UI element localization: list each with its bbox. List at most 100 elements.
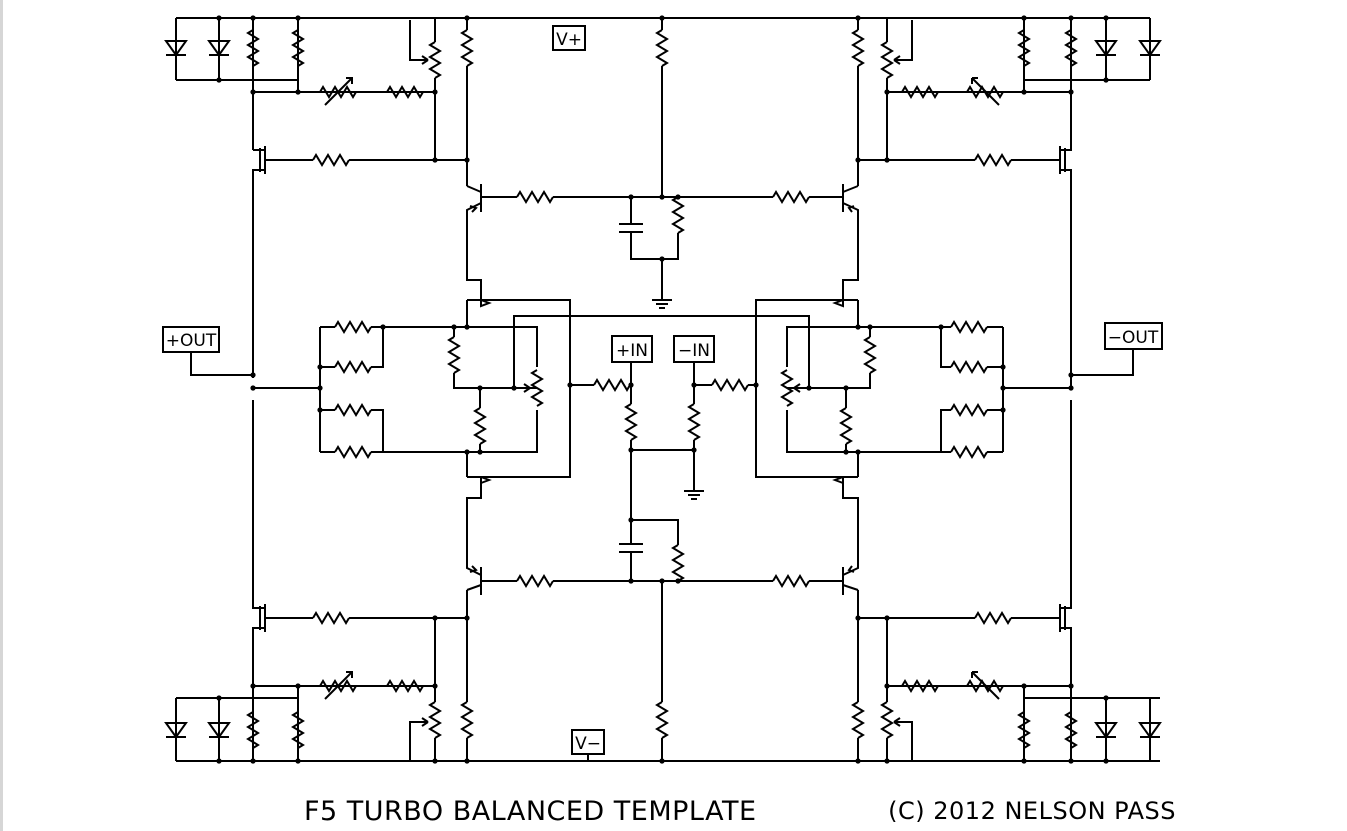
plus-out-label: +OUT [166, 331, 217, 351]
resistor-symbol [312, 154, 350, 166]
junction-dot [1000, 385, 1006, 391]
junction-dot [567, 382, 573, 388]
junction-dot [884, 157, 890, 163]
junction-dot [250, 372, 256, 378]
junction-dot [843, 449, 849, 455]
resistor-symbol [312, 612, 350, 624]
resistor-symbol [461, 701, 473, 739]
junction-dot [317, 407, 323, 413]
junction-dot [511, 385, 517, 391]
junction-dot [464, 157, 470, 163]
ground-icon [651, 291, 673, 309]
resistor-symbol [334, 321, 372, 333]
junction-dot [855, 449, 861, 455]
resistor-symbol [950, 321, 988, 333]
vminus-terminal: V− [571, 729, 605, 761]
junction-dot [477, 449, 483, 455]
junction-dot [1068, 385, 1074, 391]
junction-dot [432, 758, 438, 764]
junction-dot [432, 615, 438, 621]
junction-dot [659, 758, 665, 764]
resistor-symbol [656, 29, 668, 67]
resistor-symbol [334, 446, 372, 458]
plus-in-label: +IN [616, 341, 648, 361]
resistor-symbol [247, 711, 259, 749]
junction-dot [250, 758, 256, 764]
plus-out-terminal: +OUT [162, 326, 220, 353]
junction-dot [691, 447, 697, 453]
junction-dot [806, 385, 812, 391]
junction-dot [1000, 364, 1006, 370]
resistor-symbol [1065, 711, 1077, 749]
junction-dot [753, 382, 759, 388]
junction-dot [659, 578, 665, 584]
resistor-symbol [1018, 29, 1030, 67]
junction-dot [216, 695, 222, 701]
junction-dot [675, 578, 681, 584]
junction-dot [628, 447, 634, 453]
right-top-output-stage [858, 18, 1072, 388]
junction-dot [884, 683, 890, 689]
junction-dot [250, 89, 256, 95]
right-bottom-output-stage [858, 400, 1072, 761]
vplus-label: V+ [556, 30, 582, 50]
resistor-symbol [672, 196, 684, 234]
resistor-symbol [448, 336, 460, 374]
junction-dot [250, 385, 256, 391]
junction-dot [250, 683, 256, 689]
page-edge [0, 0, 3, 831]
junction-dot [628, 517, 634, 523]
junction-dot [295, 683, 301, 689]
junction-dot [855, 758, 861, 764]
right-feedback-network [755, 298, 1134, 484]
junction-dot [855, 615, 861, 621]
junction-dot [216, 15, 222, 21]
resistor-symbol [247, 29, 259, 67]
resistor-symbol [901, 86, 939, 98]
junction-dot [380, 324, 386, 330]
resistor-symbol [950, 404, 988, 416]
resistor-symbol [292, 29, 304, 67]
junction-dot [317, 385, 323, 391]
junction-dot [1021, 758, 1027, 764]
diode-symbol [1139, 31, 1161, 65]
resistor-symbol [461, 29, 473, 67]
resistor-symbol [625, 403, 637, 441]
junction-dot [1000, 407, 1006, 413]
junction-dot [1068, 89, 1074, 95]
junction-dot [216, 77, 222, 83]
junction-dot [628, 578, 634, 584]
resistor-symbol [950, 446, 988, 458]
junction-dot [1068, 15, 1074, 21]
left-feedback-network [190, 298, 810, 484]
resistor-symbol [974, 154, 1012, 166]
resistor-symbol [656, 701, 668, 739]
resistor-symbol [386, 680, 424, 692]
resistor-symbol [772, 575, 810, 587]
resistor-symbol [711, 379, 749, 391]
minus-out-label: −OUT [1108, 328, 1159, 348]
junction-dot [295, 89, 301, 95]
diode-symbol [165, 713, 187, 747]
junction-dot [250, 15, 256, 21]
upper-bias-network [461, 18, 864, 309]
junction-dot [628, 382, 634, 388]
junction-dot [451, 324, 457, 330]
junction-dot [1103, 77, 1109, 83]
resistor-symbol [1065, 29, 1077, 67]
junction-dot [884, 615, 890, 621]
bottom-supply-rail [165, 686, 1161, 762]
junction-dot [432, 683, 438, 689]
resistor-symbol [386, 86, 424, 98]
potentiometer-symbol [881, 41, 893, 79]
junction-dot [295, 15, 301, 21]
potentiometer-symbol [429, 41, 441, 79]
resistor-symbol [474, 407, 486, 445]
resistor-symbol [688, 403, 700, 441]
schematic-title: F5 TURBO BALANCED TEMPLATE [304, 796, 757, 827]
vminus-label: V− [575, 734, 601, 754]
junction-dot [1103, 695, 1109, 701]
potentiometer-symbol [429, 701, 441, 739]
junction-dot [295, 758, 301, 764]
minus-in-label: −IN [678, 341, 710, 361]
